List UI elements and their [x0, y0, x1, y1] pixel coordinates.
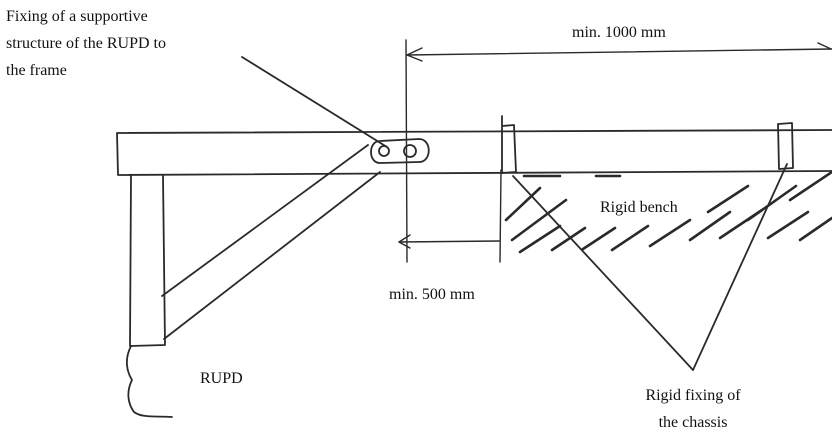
- dimension-1000-label: min. 1000 mm: [572, 24, 666, 41]
- rigid-fixing-leader-right: [692, 163, 788, 371]
- dim-500-line: [398, 240, 500, 243]
- dim-line-left: [405, 39, 408, 263]
- rigid-bench-hatching: [504, 170, 832, 254]
- rupd-bracket: [126, 345, 173, 418]
- clamp-left: [501, 115, 517, 174]
- rupd-label: RUPD: [200, 370, 243, 387]
- dim-500-arrow: [398, 234, 411, 249]
- fixing-leader: [241, 56, 388, 148]
- diagonal-brace: [161, 144, 381, 340]
- dim-1000-arrow: [406, 47, 423, 62]
- dimension-500-label: min. 500 mm: [389, 286, 475, 303]
- rigid-bench-label: Rigid bench: [596, 194, 682, 221]
- fixing-label-line-3: the frame: [6, 62, 67, 79]
- clamp-right: [777, 122, 794, 170]
- rupd-post: [129, 175, 166, 347]
- dim-1000-line: [406, 48, 832, 56]
- dim-1000-arrow-right: [817, 42, 832, 50]
- fixing-label-line-1: Fixing of a supportive: [6, 8, 148, 25]
- fixing-plate: [370, 138, 430, 164]
- fixing-label-line-2: structure of the RUPD to: [6, 35, 166, 52]
- rigid-fixing-leader-left: [512, 175, 694, 371]
- rigid-fixing-label-line-2: the chassis: [658, 414, 728, 431]
- rigid-fixing-label-line-1: Rigid fixing of: [645, 387, 741, 404]
- dim-line-mid: [499, 169, 502, 263]
- frame-beam: [116, 129, 832, 176]
- bolt-right: [403, 144, 417, 158]
